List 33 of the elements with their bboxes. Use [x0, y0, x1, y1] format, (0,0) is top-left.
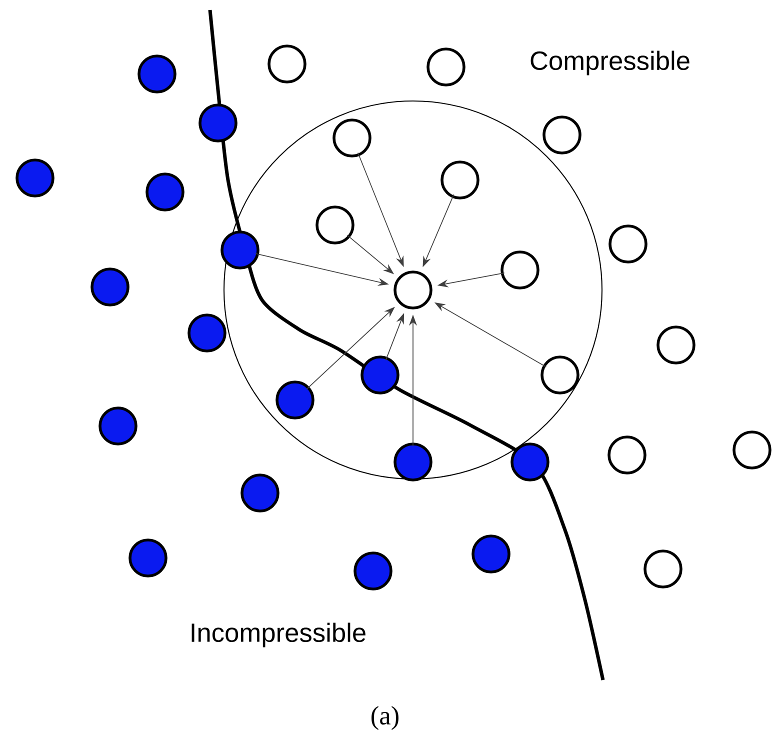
region-label: Compressible [530, 50, 690, 76]
solid-particle [90, 268, 130, 306]
caption: (a) [372, 706, 398, 730]
solid-particle [198, 104, 238, 142]
solid-particle [138, 54, 176, 94]
hollow-particle [440, 160, 480, 200]
hollow-particle [540, 356, 580, 394]
solid-particle [98, 406, 138, 446]
hollow-particle [656, 326, 696, 364]
solid-particle [354, 552, 392, 590]
region-label: Incompressible [192, 622, 366, 648]
solid-particle [220, 230, 260, 270]
hollow-particle [268, 44, 306, 84]
hollow-particle [426, 48, 466, 86]
hollow-particle [542, 116, 582, 154]
solid-particle [510, 442, 550, 482]
solid-particle [276, 380, 314, 420]
hollow-particle [608, 224, 648, 264]
solid-particle [16, 158, 54, 198]
solid-particle [128, 538, 168, 578]
solid-particle [240, 474, 280, 512]
hollow-particle [316, 206, 354, 244]
hollow-particle [644, 550, 682, 588]
hollow-particle [500, 250, 540, 290]
hollow-particle [332, 118, 372, 158]
solid-particle [146, 172, 184, 212]
solid-particle [188, 314, 226, 352]
hollow-particle [394, 270, 432, 310]
hollow-particle [608, 436, 646, 474]
solid-particle [472, 534, 510, 574]
hollow-particle [732, 430, 772, 470]
solid-particle [360, 356, 400, 394]
solid-particle [394, 442, 432, 482]
